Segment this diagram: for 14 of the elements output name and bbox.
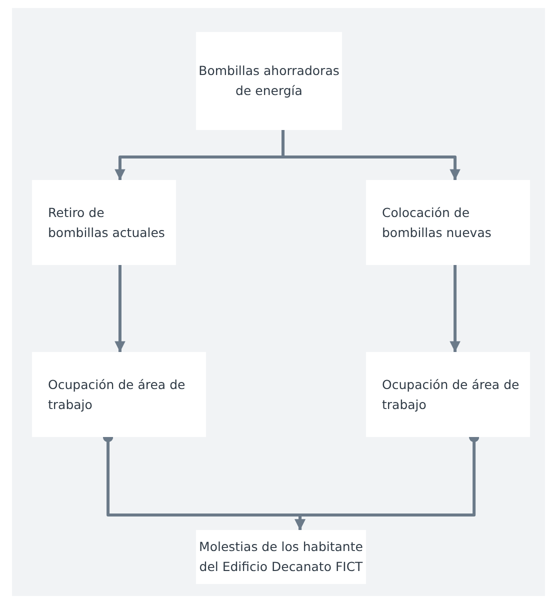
box-label: Bombillas ahorradoras de energía	[198, 62, 340, 100]
process-box	[196, 530, 366, 584]
box-label: Ocupación de área de trabajo	[382, 376, 520, 414]
box-label: Molestias de los habitante del Edificio Decanato FICT	[198, 538, 364, 576]
process-box	[196, 32, 342, 130]
box-label: Colocación de bombillas nuevas	[382, 204, 492, 242]
process-box	[32, 180, 176, 265]
arrow	[450, 265, 460, 352]
process-box	[366, 180, 530, 265]
arrow	[114, 265, 126, 352]
process-box	[366, 352, 530, 437]
box-label: Retiro de bombillas actuales	[48, 204, 166, 242]
process-box	[32, 352, 206, 437]
box-label: Ocupación de área de trabajo	[48, 376, 186, 414]
